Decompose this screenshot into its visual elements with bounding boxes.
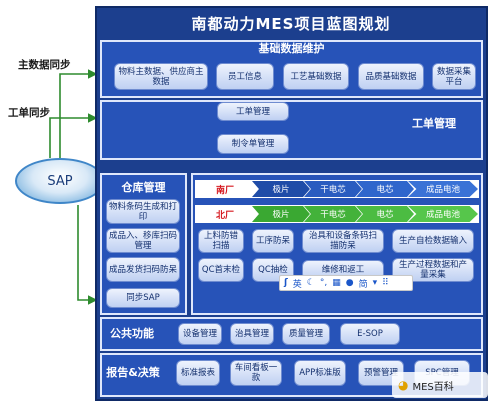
north-step-3: 电芯 <box>356 206 414 222</box>
feed-errorproof-box: 上料防错扫描 <box>198 229 244 253</box>
north-step-4: 成品电池 <box>408 206 478 222</box>
master-data-sync-label: 主数据同步 <box>18 59 71 71</box>
south-step-4: 成品电池 <box>408 181 478 197</box>
order-sync-arrow <box>49 113 98 158</box>
sap-return-arrow <box>77 205 98 305</box>
fixture-mgmt-box: 治具管理 <box>230 323 274 345</box>
north-step-2: 干电芯 <box>304 206 362 222</box>
ime-language-toggle[interactable]: 英 <box>292 279 302 290</box>
ime-logo-icon: ʃ <box>284 278 288 288</box>
ime-simplified-toggle[interactable]: 简 <box>358 279 368 290</box>
qc-sampling-box: QC抽检 <box>252 258 294 282</box>
basic-data-title: 基础数据维护 <box>258 42 325 55</box>
equipment-mgmt-box: 设备管理 <box>178 323 222 345</box>
material-master-box: 物料主数据、供应商主数据 <box>114 63 208 90</box>
ime-moon-icon[interactable]: ☾ <box>306 278 315 288</box>
qc-first-last-box: QC首末检 <box>198 258 244 282</box>
south-step-3: 电芯 <box>356 181 414 197</box>
north-step-1: 极片 <box>252 206 310 222</box>
ime-mic-icon[interactable]: ● <box>345 278 354 288</box>
self-inspection-box: 生产自检数据输入 <box>392 229 474 253</box>
common-title: 公共功能 <box>110 327 154 340</box>
employee-info-box: 员工信息 <box>216 63 274 90</box>
sync-sap-box: 同步SAP <box>106 288 180 308</box>
fixture-scan-box: 治具和设备条码扫描防呆 <box>302 229 384 253</box>
wechat-icon: ◕ <box>398 378 409 392</box>
process-errorproof-box: 工序防呆 <box>252 229 294 253</box>
watermark: ◕ MES百科 <box>392 372 488 398</box>
process-data-box: 工艺基础数据 <box>283 63 349 90</box>
standard-report-box: 标准报表 <box>176 360 220 386</box>
north-factory-label: 北厂 <box>197 206 253 222</box>
ime-punct-icon[interactable]: °, <box>319 278 328 288</box>
sap-label: SAP <box>47 173 73 189</box>
ime-keyboard-icon[interactable]: ▦ <box>332 278 341 288</box>
page-title: 南都动力MES项目蓝图规划 <box>191 14 391 33</box>
ime-toolbar[interactable]: ʃ 英 ☾ °, ▦ ● 简 ▾ ⠿ <box>279 275 413 291</box>
ime-skin-icon[interactable]: ▾ <box>372 278 378 288</box>
material-barcode-box: 物料条码生成和打印 <box>106 199 180 224</box>
report-title: 报告&决策 <box>106 366 160 379</box>
quality-data-box: 品质基础数据 <box>358 63 424 90</box>
inbound-scan-box: 成品入、移库扫码管理 <box>106 228 180 253</box>
dispatch-order-box: 制令单管理 <box>217 134 289 154</box>
south-factory-label: 南厂 <box>197 181 253 197</box>
watermark-text: MES百科 <box>412 381 454 393</box>
work-order-box: 工单管理 <box>217 102 289 121</box>
master-sync-arrow <box>59 69 98 158</box>
data-collection-box: 数据采集平台 <box>432 63 476 90</box>
south-step-1: 极片 <box>252 181 310 197</box>
ime-menu-icon[interactable]: ⠿ <box>382 278 389 288</box>
esop-box: E-SOP <box>340 323 400 345</box>
warehouse-title: 仓库管理 <box>121 180 166 194</box>
app-standard-box: APP标准版 <box>294 360 346 386</box>
workshop-board-box: 车间看板一款 <box>230 360 282 386</box>
work-order-sync-label: 工单同步 <box>8 107 50 119</box>
quality-mgmt-box: 质量管理 <box>282 323 330 345</box>
south-step-2: 干电芯 <box>304 181 362 197</box>
work-order-section <box>100 100 483 160</box>
shipping-scan-box: 成品发货扫码防呆 <box>106 257 180 282</box>
work-order-label: 工单管理 <box>412 117 456 130</box>
